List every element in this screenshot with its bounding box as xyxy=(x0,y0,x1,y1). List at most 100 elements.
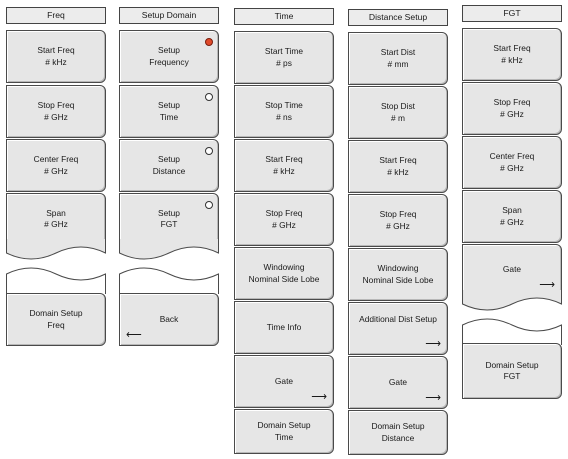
key-value: Distance xyxy=(381,432,415,443)
key-label: Windowing xyxy=(263,262,305,272)
gate-key[interactable]: Gate ⟶ xyxy=(348,356,448,409)
arrow-right-icon: ⟶ xyxy=(425,392,441,404)
start-freq-key[interactable]: Start Freq# kHz xyxy=(462,28,562,81)
key-label: Stop Freq xyxy=(493,97,531,107)
start-dist-key[interactable]: Start Dist# mm xyxy=(348,32,448,85)
key-value: # kHz xyxy=(45,56,67,67)
key-label: Center Freq xyxy=(489,151,535,161)
key-value: Distance xyxy=(152,165,186,176)
key-label: Domain Setup xyxy=(485,359,539,370)
key-label: Span xyxy=(502,205,522,215)
gate-key[interactable]: Gate ⟶ xyxy=(234,355,334,408)
freq-menu: Freq Start Freq# kHz Stop Freq# GHz Cent… xyxy=(6,7,106,347)
key-value: # GHz xyxy=(44,111,68,122)
start-freq-key[interactable]: Start Freq# kHz xyxy=(348,140,448,193)
arrow-right-icon: ⟶ xyxy=(425,338,441,350)
back-key[interactable]: Back ⟵ xyxy=(119,293,219,346)
key-label: Setup xyxy=(158,100,180,110)
key-label: Stop Dist xyxy=(381,101,415,111)
key-label: Start Freq xyxy=(493,43,531,53)
key-value: # GHz xyxy=(500,216,524,227)
key-label: Setup xyxy=(158,207,180,218)
key-value: # GHz xyxy=(386,220,410,231)
key-label: Setup xyxy=(158,154,180,164)
arrow-right-icon: ⟶ xyxy=(539,279,555,291)
stop-freq-key[interactable]: Stop Freq# GHz xyxy=(6,85,106,138)
menu-break-wave-icon xyxy=(119,239,219,294)
key-label: Stop Time xyxy=(265,100,303,110)
fgt-menu-title: FGT xyxy=(462,5,562,22)
additional-dist-setup-key[interactable]: Additional Dist Setup ⟶ xyxy=(348,302,448,355)
center-freq-key[interactable]: Center Freq# GHz xyxy=(462,136,562,189)
key-value: # kHz xyxy=(387,166,409,177)
stop-time-key[interactable]: Stop Time# ns xyxy=(234,85,334,138)
key-value: # GHz xyxy=(500,108,524,119)
span-key[interactable]: Span# GHz xyxy=(6,193,106,245)
key-value: FGT xyxy=(503,371,521,381)
key-label: Start Freq xyxy=(379,155,417,165)
radio-unselected-icon xyxy=(205,201,213,209)
key-value: # GHz xyxy=(44,219,68,229)
key-label: Stop Freq xyxy=(379,209,417,219)
key-value: # kHz xyxy=(501,54,523,65)
radio-selected-icon xyxy=(205,38,213,46)
key-label: Stop Freq xyxy=(37,100,75,110)
radio-unselected-icon xyxy=(205,93,213,101)
setup-domain-menu-title: Setup Domain xyxy=(119,7,219,24)
fgt-menu: FGT Start Freq# kHz Stop Freq# GHz Cente… xyxy=(462,5,562,400)
key-label: Setup xyxy=(158,45,180,55)
span-key[interactable]: Span# GHz xyxy=(462,190,562,243)
menu-break-wave-icon xyxy=(462,290,562,345)
time-menu: Time Start Time# ps Stop Time# ns Start … xyxy=(234,8,334,454)
center-freq-key[interactable]: Center Freq# GHz xyxy=(6,139,106,192)
key-value: Nominal Side Lobe xyxy=(362,274,434,285)
radio-unselected-icon xyxy=(205,147,213,155)
key-value: Freq xyxy=(47,319,65,330)
stop-dist-key[interactable]: Stop Dist# m xyxy=(348,86,448,139)
menu-break-wave-icon xyxy=(6,239,106,294)
freq-menu-title: Freq xyxy=(6,7,106,24)
start-time-key[interactable]: Start Time# ps xyxy=(234,31,334,84)
key-label: Start Freq xyxy=(37,45,75,55)
key-label: Start Dist xyxy=(380,47,416,57)
key-value: Time xyxy=(159,111,179,122)
key-value: # m xyxy=(391,112,405,123)
start-freq-key[interactable]: Start Freq# kHz xyxy=(6,30,106,83)
key-value: # GHz xyxy=(44,165,68,176)
key-value: # kHz xyxy=(273,165,295,176)
key-value: # ps xyxy=(276,57,292,68)
key-value: Nominal Side Lobe xyxy=(248,273,320,284)
key-label: Center Freq xyxy=(33,154,79,164)
key-label: Windowing xyxy=(377,263,419,273)
key-label: Domain Setup xyxy=(371,421,425,431)
time-info-key[interactable]: Time Info xyxy=(234,301,334,354)
key-value: # GHz xyxy=(272,219,296,230)
key-value: Time xyxy=(274,431,294,442)
distance-setup-menu: Distance Setup Start Dist# mm Stop Dist#… xyxy=(348,9,448,455)
time-menu-title: Time xyxy=(234,8,334,25)
arrow-left-icon: ⟵ xyxy=(126,329,142,341)
start-freq-key[interactable]: Start Freq# kHz xyxy=(234,139,334,192)
stop-freq-key[interactable]: Stop Freq# GHz xyxy=(234,193,334,246)
key-value: # ns xyxy=(276,111,292,122)
key-label: Start Time xyxy=(264,46,304,56)
key-value: Frequency xyxy=(149,56,189,67)
arrow-right-icon: ⟶ xyxy=(311,391,327,403)
key-label: Gate xyxy=(388,376,408,387)
key-label: Start Freq xyxy=(265,154,303,164)
key-label: Gate xyxy=(502,264,522,275)
gate-key[interactable]: Gate ⟶ xyxy=(462,244,562,296)
stop-freq-key[interactable]: Stop Freq# GHz xyxy=(462,82,562,135)
stop-freq-key[interactable]: Stop Freq# GHz xyxy=(348,194,448,247)
